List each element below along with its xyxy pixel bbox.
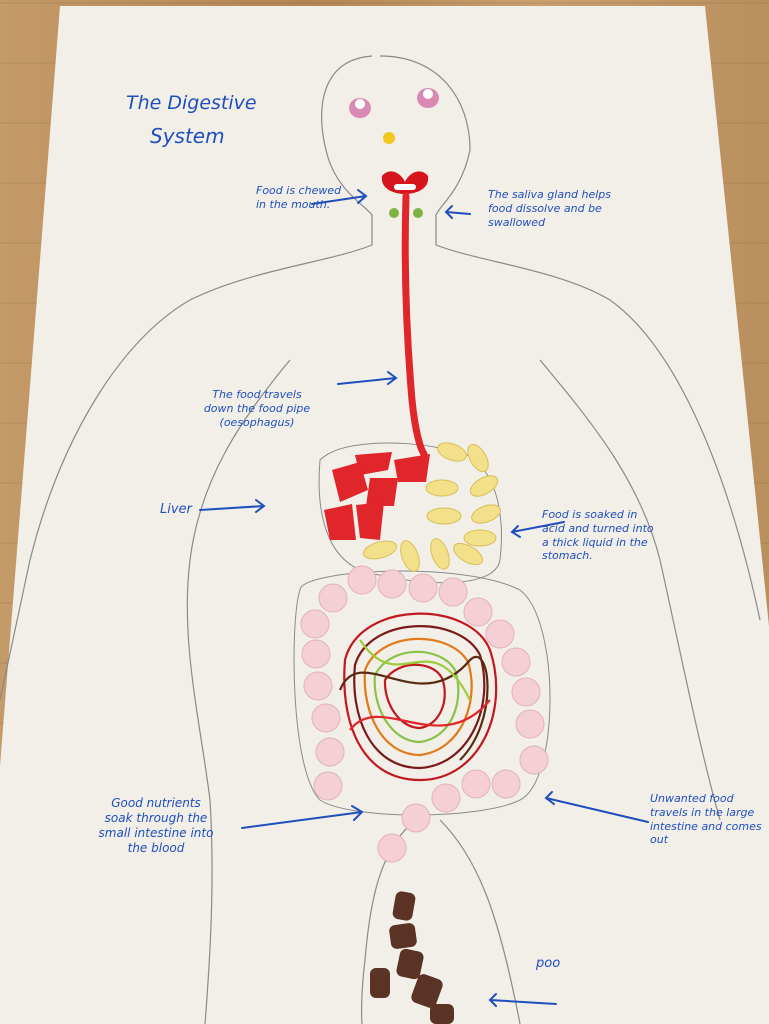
intestine-outline [293,570,551,816]
poster-title: The Digestive [126,92,257,114]
note-chewed: Food is chewed in the mouth. [256,184,342,211]
liver-sweets [324,452,430,540]
note-large-intestine: Unwanted food travels in the large intes… [650,792,762,847]
note-liver: Liver [160,502,192,517]
note-oesophagus: The food travels down the food pipe (oes… [203,388,311,429]
mouth-sweet [381,171,429,194]
organ-outline [318,442,502,584]
annotation-arrows [199,189,649,1007]
nose-sweet [383,132,395,144]
poo-sweets [370,891,454,1024]
saliva-gland-sweets [389,208,423,218]
poster-title-line2: System [150,124,225,148]
large-intestine-sweets [300,565,549,863]
note-poo: poo [536,956,561,971]
note-stomach: Food is soaked in acid and turned into a… [542,508,654,563]
note-small-intestine: Good nutrients soak through the small in… [98,796,214,855]
small-intestine-sweets [338,612,498,782]
oesophagus-sweet [401,192,428,458]
eye-sweets [349,88,439,118]
stomach-sweets [362,442,501,572]
body-outline [0,55,761,1024]
note-saliva-gland: The saliva gland helps food dissolve and… [488,188,612,229]
